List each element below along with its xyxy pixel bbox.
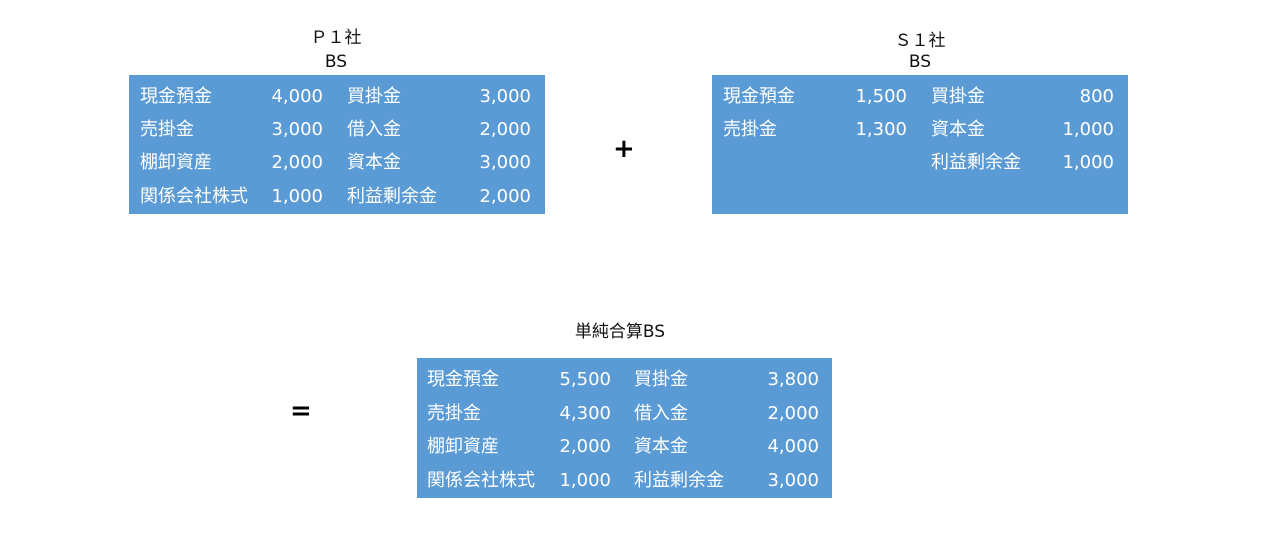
asset-label: 関係会社株式 <box>140 186 248 207</box>
table-row: 現金預金 4,000 買掛金 3,000 <box>129 80 545 114</box>
asset-value: 2,000 <box>271 152 323 173</box>
asset-value: 5,500 <box>559 369 611 390</box>
asset-value: 1,500 <box>855 86 907 107</box>
asset-label: 現金預金 <box>140 86 212 107</box>
table-row: 現金預金 1,500 買掛金 800 <box>712 80 1128 114</box>
combined-title: 単純合算BS <box>574 322 666 342</box>
table-row: 売掛金 4,300 借入金 2,000 <box>417 397 832 431</box>
asset-label: 現金預金 <box>427 369 499 390</box>
liability-label: 買掛金 <box>347 86 401 107</box>
s1-bs-label: BS <box>908 52 932 72</box>
s1-company-name: Ｓ１社 <box>894 31 946 51</box>
s1-balance-sheet: 現金預金 1,500 買掛金 800 売掛金 1,300 資本金 1,000 利… <box>712 75 1128 214</box>
table-row: 関係会社株式 1,000 利益剰余金 3,000 <box>417 464 832 498</box>
table-row: 現金預金 5,500 買掛金 3,800 <box>417 363 832 397</box>
liability-value: 1,000 <box>1062 119 1114 140</box>
liability-label: 利益剰余金 <box>931 152 1021 173</box>
liability-value: 3,000 <box>767 470 819 491</box>
asset-value: 4,000 <box>271 86 323 107</box>
liability-value: 2,000 <box>767 403 819 424</box>
equals-operator: = <box>290 396 312 426</box>
asset-label: 関係会社株式 <box>427 470 535 491</box>
table-row: 棚卸資産 2,000 資本金 4,000 <box>417 430 832 464</box>
table-row: 売掛金 3,000 借入金 2,000 <box>129 113 545 147</box>
liability-value: 2,000 <box>479 119 531 140</box>
asset-value: 1,000 <box>271 186 323 207</box>
liability-value: 3,000 <box>479 152 531 173</box>
table-row: 売掛金 1,300 資本金 1,000 <box>712 113 1128 147</box>
table-row: 利益剰余金 1,000 <box>712 146 1128 180</box>
asset-value: 1,300 <box>855 119 907 140</box>
liability-label: 利益剰余金 <box>347 186 437 207</box>
asset-label: 棚卸資産 <box>427 436 499 457</box>
asset-label: 現金預金 <box>723 86 795 107</box>
liability-value: 2,000 <box>479 186 531 207</box>
asset-value: 4,300 <box>559 403 611 424</box>
asset-value: 1,000 <box>559 470 611 491</box>
p1-balance-sheet: 現金預金 4,000 買掛金 3,000 売掛金 3,000 借入金 2,000… <box>129 75 545 214</box>
liability-label: 資本金 <box>634 436 688 457</box>
p1-company-name: Ｐ１社 <box>310 28 362 48</box>
liability-label: 資本金 <box>347 152 401 173</box>
liability-label: 借入金 <box>347 119 401 140</box>
liability-value: 3,000 <box>479 86 531 107</box>
liability-label: 借入金 <box>634 403 688 424</box>
liability-value: 3,800 <box>767 369 819 390</box>
p1-title: Ｐ１社 BS <box>286 26 386 74</box>
liability-value: 4,000 <box>767 436 819 457</box>
liability-label: 利益剰余金 <box>634 470 724 491</box>
liability-label: 買掛金 <box>931 86 985 107</box>
table-row: 棚卸資産 2,000 資本金 3,000 <box>129 146 545 180</box>
asset-value: 2,000 <box>559 436 611 457</box>
liability-value: 800 <box>1079 86 1114 107</box>
table-row: 関係会社株式 1,000 利益剰余金 2,000 <box>129 180 545 214</box>
combined-balance-sheet: 現金預金 5,500 買掛金 3,800 売掛金 4,300 借入金 2,000… <box>417 358 832 498</box>
asset-label: 売掛金 <box>427 403 481 424</box>
asset-label: 棚卸資産 <box>140 152 212 173</box>
asset-label: 売掛金 <box>723 119 777 140</box>
p1-bs-label: BS <box>324 52 348 72</box>
plus-operator: + <box>613 134 635 164</box>
liability-value: 1,000 <box>1062 152 1114 173</box>
liability-label: 資本金 <box>931 119 985 140</box>
s1-title: Ｓ１社 BS <box>870 29 970 74</box>
liability-label: 買掛金 <box>634 369 688 390</box>
asset-label: 売掛金 <box>140 119 194 140</box>
asset-value: 3,000 <box>271 119 323 140</box>
